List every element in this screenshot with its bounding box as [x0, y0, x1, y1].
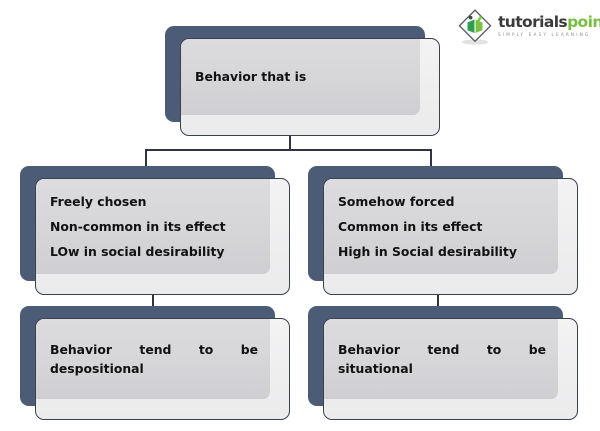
logo-wordmark: tutorialspoint SIMPLY EASY LEARNING: [498, 13, 600, 37]
node-inner-panel: [181, 39, 420, 115]
node-line: Non-common in its effect: [50, 219, 226, 234]
node-line: Somehow forced: [338, 194, 455, 209]
node-inner-panel: [36, 319, 270, 399]
node-line: Freely chosen: [50, 194, 147, 209]
node-situational-outcome[interactable]: Behavior tend to be situational: [308, 306, 578, 420]
tutorialspoint-logo: tutorialspoint SIMPLY EASY LEARNING: [452, 6, 600, 48]
node-line: Common in its effect: [338, 219, 483, 234]
node-inner-panel: [324, 179, 558, 274]
node-content: Behavior tend to be despositional: [36, 319, 270, 399]
logo-tagline: SIMPLY EASY LEARNING: [498, 32, 591, 37]
connector-root-to-right-branch: [430, 149, 432, 168]
connector-root-stem: [289, 134, 291, 151]
diamond-book-icon: [456, 8, 494, 46]
node-content: Somehow forced Common in its effect High…: [324, 179, 558, 274]
node-face: Behavior tend to be despositional: [35, 318, 290, 420]
node-somehow-forced-branch[interactable]: Somehow forced Common in its effect High…: [308, 166, 578, 295]
node-freely-chosen-branch[interactable]: Freely chosen Non-common in its effect L…: [20, 166, 290, 295]
node-face: Freely chosen Non-common in its effect L…: [35, 178, 290, 295]
node-content: Behavior tend to be situational: [324, 319, 558, 399]
node-line: Behavior tend to be despositional: [50, 342, 258, 376]
node-line: Behavior tend to be situational: [338, 342, 546, 376]
node-face: Somehow forced Common in its effect High…: [323, 178, 578, 295]
node-inner-panel: [36, 179, 270, 274]
node-line: LOw in social desirability: [50, 244, 225, 259]
node-despositional-outcome[interactable]: Behavior tend to be despositional: [20, 306, 290, 420]
connector-horizontal-bus: [145, 149, 432, 151]
node-line: High in Social desirability: [338, 244, 517, 259]
node-line: Behavior that is: [195, 69, 307, 84]
node-face: Behavior tend to be situational: [323, 318, 578, 420]
node-behavior-that-is[interactable]: Behavior that is: [165, 26, 440, 136]
node-face: Behavior that is: [180, 38, 440, 136]
node-inner-panel: [324, 319, 558, 399]
connector-root-to-left-branch: [145, 149, 147, 168]
node-content: Behavior that is: [181, 39, 420, 115]
logo-word-tutorials: tutorials: [498, 13, 568, 31]
node-content: Freely chosen Non-common in its effect L…: [36, 179, 270, 274]
logo-word-point: point: [567, 13, 600, 31]
